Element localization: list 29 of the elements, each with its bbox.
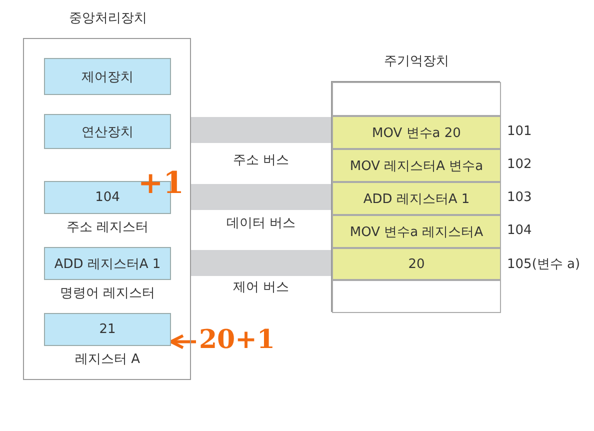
bus-band bbox=[191, 184, 331, 210]
address-label: 101 bbox=[507, 124, 532, 138]
bus-label: 주소 버스 bbox=[232, 152, 290, 169]
register-caption: 레지스터 A bbox=[74, 351, 142, 368]
memory-cell: 20 bbox=[332, 248, 501, 280]
register-caption: 주소 레지스터 bbox=[65, 219, 150, 236]
bus-label: 제어 버스 bbox=[232, 279, 290, 296]
address-label: 103 bbox=[507, 190, 532, 204]
bus-label: 데이터 버스 bbox=[225, 215, 297, 232]
unit-title: 주기억장치 bbox=[383, 53, 450, 70]
unit-box: 연산장치 bbox=[44, 114, 171, 149]
unit-title: 중앙처리장치 bbox=[68, 10, 148, 27]
arrow bbox=[170, 334, 196, 350]
address-label: 104 bbox=[507, 222, 532, 238]
memory-cell bbox=[332, 280, 501, 313]
handwritten-note: 20+1 bbox=[196, 322, 278, 358]
address-label: 102 bbox=[507, 156, 532, 172]
register-box: 21 bbox=[44, 313, 171, 346]
memory-cell bbox=[332, 82, 501, 116]
memory-cell: MOV 변수a 레지스터A bbox=[332, 215, 501, 248]
memory-cell: MOV 변수a 20 bbox=[332, 116, 501, 149]
unit-box: 제어장치 bbox=[44, 58, 171, 95]
register-box: ADD 레지스터A 1 bbox=[44, 247, 171, 280]
memory-cell: MOV 레지스터A 변수a bbox=[332, 149, 501, 182]
register-caption: 명령어 레지스터 bbox=[58, 285, 156, 302]
memory-cell: ADD 레지스터A 1 bbox=[332, 182, 501, 215]
bus-band bbox=[191, 250, 331, 276]
bus-band bbox=[191, 117, 331, 143]
address-label: 105(변수 a) bbox=[507, 256, 580, 273]
